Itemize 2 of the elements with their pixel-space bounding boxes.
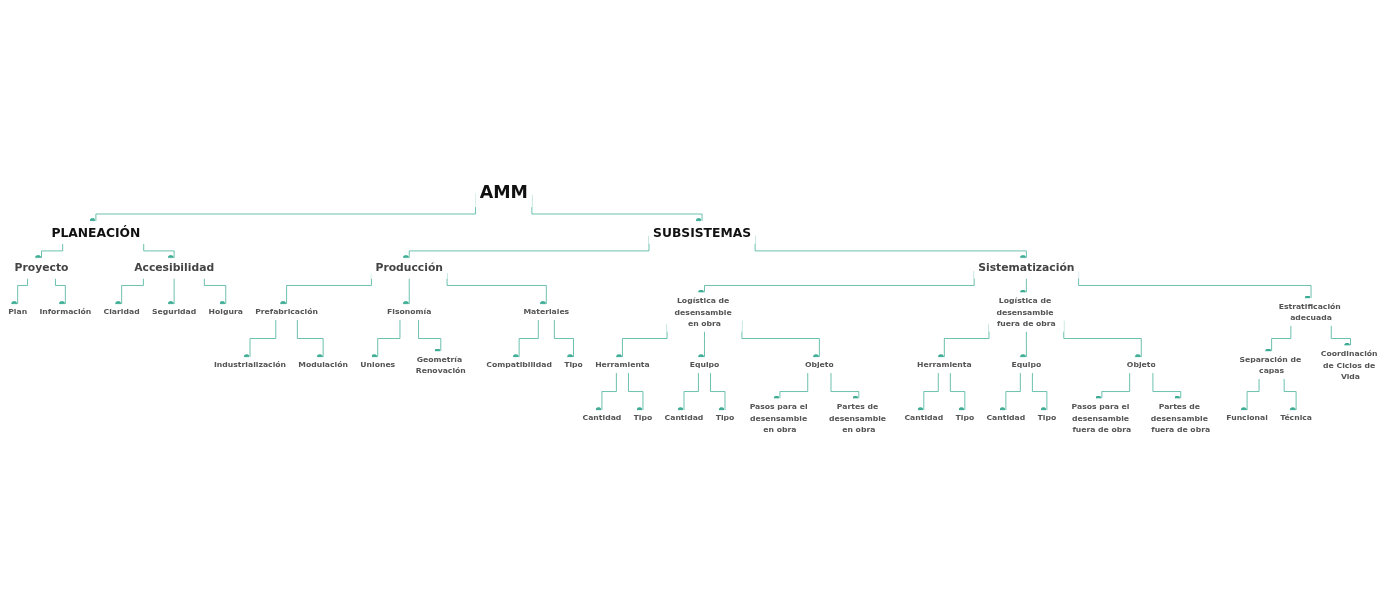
node-text: Accesibilidad <box>134 261 215 274</box>
node-text: PLANEACIÓN <box>51 225 141 240</box>
